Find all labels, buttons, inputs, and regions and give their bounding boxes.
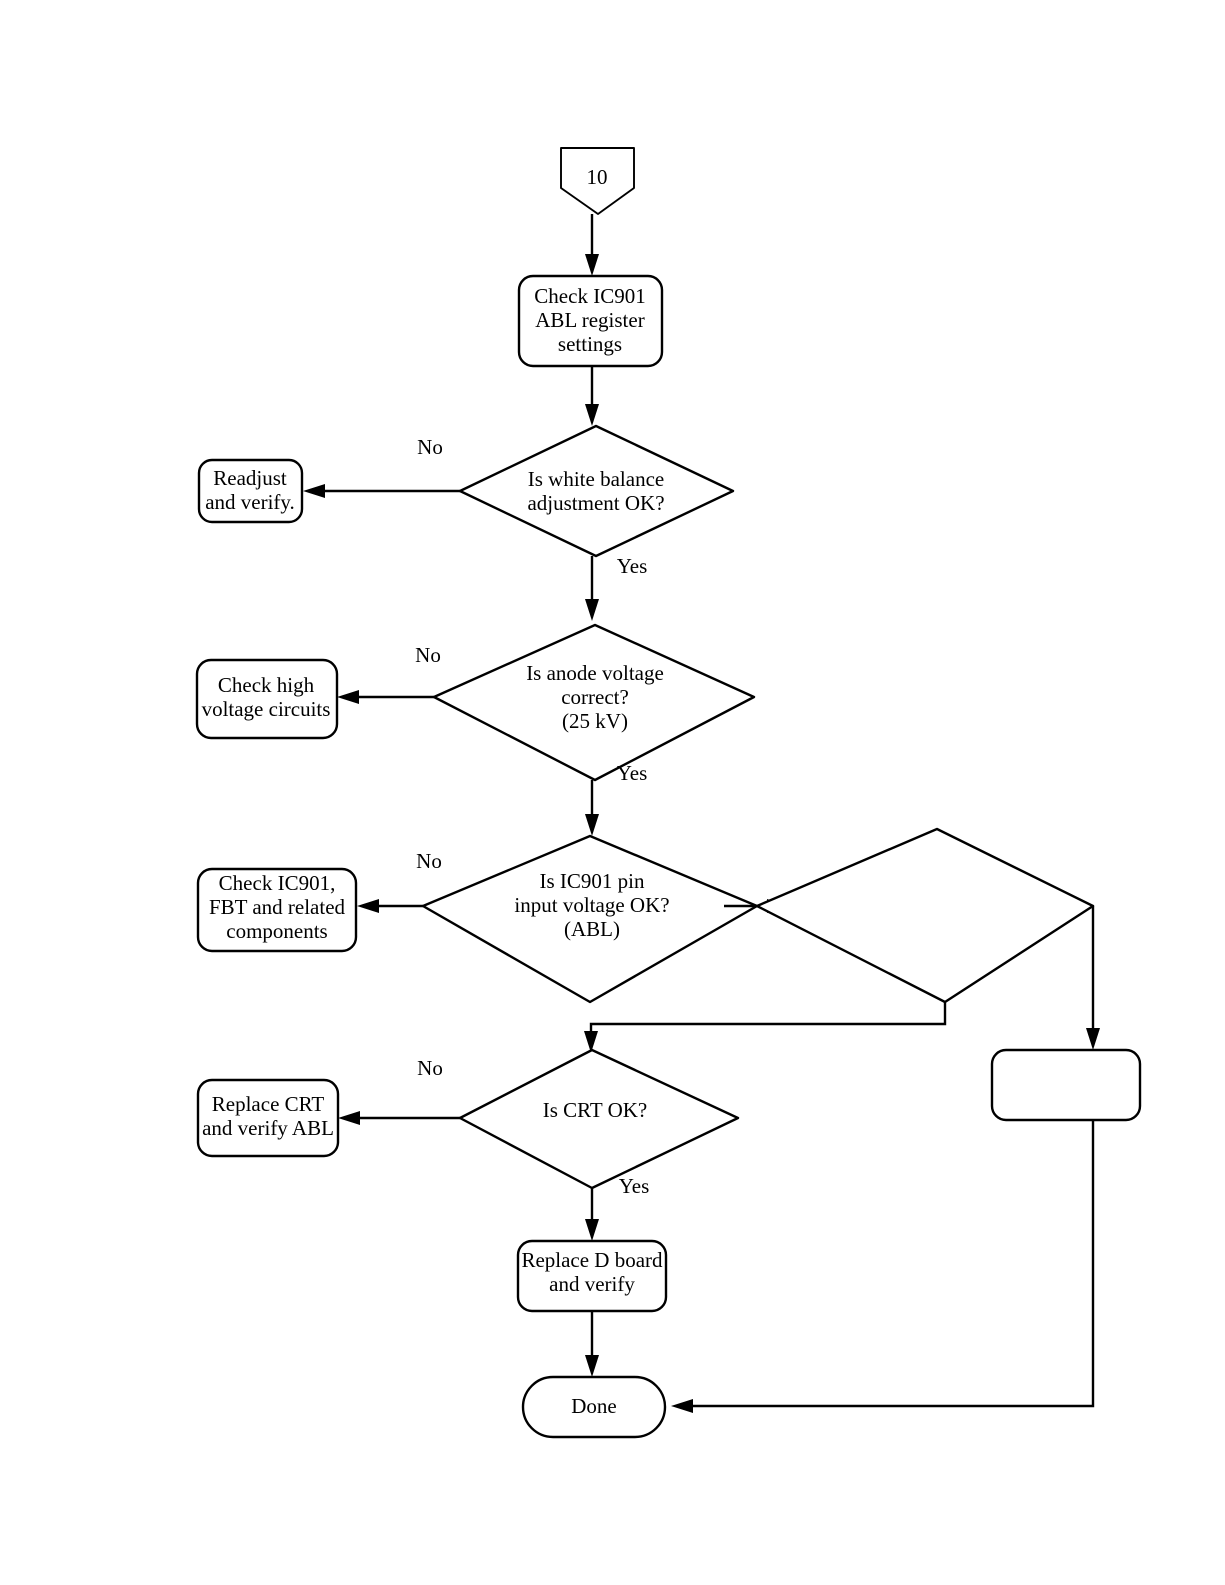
edge-anode-yes: Yes bbox=[585, 761, 647, 836]
edge-label-white-balance-no: No bbox=[417, 435, 443, 459]
node-replace-d-board: Replace D board and verify bbox=[516, 1239, 668, 1313]
white-balance-line-1: Is white balance bbox=[528, 467, 664, 491]
replace-crt-line-2: and verify ABL bbox=[202, 1116, 334, 1140]
ic901-pin-line-2: input voltage OK? bbox=[514, 893, 669, 917]
check-abl-line-3: settings bbox=[558, 332, 622, 356]
replace-crt-line-1: Replace CRT bbox=[212, 1092, 325, 1116]
crt-label: Is CRT OK? bbox=[543, 1098, 648, 1122]
edge-ic901-no: No bbox=[357, 849, 442, 913]
edge-white-balance-no: No bbox=[303, 435, 460, 498]
edge-label-anode-yes: Yes bbox=[617, 761, 648, 785]
edge-label-white-balance-yes: Yes bbox=[617, 554, 648, 578]
readjust-line-1: Readjust bbox=[213, 466, 287, 490]
node-done: Done bbox=[521, 1375, 667, 1439]
anode-voltage-diamond bbox=[432, 623, 756, 782]
pentagon-connector-shape bbox=[560, 147, 635, 215]
node-check-ic901: Check IC901, FBT and related components bbox=[196, 867, 358, 953]
check-ic901-line-3: components bbox=[226, 919, 327, 943]
check-ic901-box bbox=[196, 867, 358, 953]
edge-crt-no: No bbox=[338, 1056, 460, 1125]
edge-crt-yes: Yes bbox=[585, 1174, 649, 1241]
node-action-blank bbox=[990, 1048, 1142, 1122]
edge-white-balance-yes: Yes bbox=[585, 554, 647, 621]
edge-label-anode-no: No bbox=[415, 643, 441, 667]
done-stadium-shape bbox=[521, 1375, 667, 1439]
node-decision-crt: Is CRT OK? bbox=[458, 1048, 740, 1190]
check-abl-box bbox=[517, 274, 664, 368]
check-hv-box bbox=[195, 658, 339, 740]
edge-blank-box-to-done bbox=[671, 1120, 1095, 1413]
anode-voltage-line-1: Is anode voltage bbox=[526, 661, 664, 685]
anode-voltage-line-2: correct? bbox=[561, 685, 629, 709]
done-label: Done bbox=[571, 1394, 617, 1418]
replace-d-board-line-2: and verify bbox=[549, 1272, 635, 1296]
node-decision-anode-voltage: Is anode voltage correct? (25 kV) bbox=[432, 623, 756, 782]
node-decision-ic901-pin: Is IC901 pin input voltage OK? (ABL) bbox=[421, 834, 759, 1004]
node-decision-blank bbox=[755, 827, 1095, 1004]
check-hv-line-1: Check high bbox=[218, 673, 315, 697]
check-abl-line-1: Check IC901 bbox=[534, 284, 645, 308]
ic901-pin-line-3: (ABL) bbox=[564, 917, 620, 941]
replace-crt-box bbox=[196, 1078, 340, 1158]
edge-d-board-to-done bbox=[585, 1311, 599, 1377]
ic901-pin-diamond bbox=[421, 834, 759, 1004]
check-hv-line-2: voltage circuits bbox=[202, 697, 331, 721]
edge-start-to-check-abl bbox=[585, 214, 599, 276]
node-replace-crt: Replace CRT and verify ABL bbox=[196, 1078, 340, 1158]
node-decision-white-balance: Is white balance adjustment OK? bbox=[458, 424, 735, 558]
white-balance-line-2: adjustment OK? bbox=[527, 491, 664, 515]
node-start-connector: 10 bbox=[560, 147, 635, 215]
anode-voltage-line-3: (25 kV) bbox=[562, 709, 628, 733]
node-readjust: Readjust and verify. bbox=[197, 458, 304, 524]
edge-anode-no: No bbox=[337, 643, 441, 704]
edge-blank-diamond-to-crt bbox=[584, 1002, 947, 1053]
node-check-abl: Check IC901 ABL register settings bbox=[517, 274, 664, 368]
node-check-hv: Check high voltage circuits bbox=[195, 658, 339, 740]
replace-d-board-line-1: Replace D board bbox=[521, 1248, 663, 1272]
check-ic901-line-1: Check IC901, bbox=[219, 871, 336, 895]
check-ic901-line-2: FBT and related bbox=[209, 895, 346, 919]
blank-diamond bbox=[755, 827, 1095, 1004]
edge-label-crt-yes: Yes bbox=[619, 1174, 650, 1198]
check-abl-line-2: ABL register bbox=[535, 308, 644, 332]
blank-action-box bbox=[990, 1048, 1142, 1122]
readjust-line-2: and verify. bbox=[205, 490, 295, 514]
white-balance-diamond bbox=[458, 424, 735, 558]
readjust-box bbox=[197, 458, 304, 524]
start-connector-label: 10 bbox=[587, 165, 608, 189]
edge-blank-diamond-to-blank-box bbox=[1086, 906, 1100, 1050]
ic901-pin-line-1: Is IC901 pin bbox=[540, 869, 646, 893]
edge-check-abl-to-white-balance bbox=[585, 366, 599, 426]
edge-label-crt-no: No bbox=[417, 1056, 443, 1080]
edge-label-ic901-no: No bbox=[416, 849, 442, 873]
